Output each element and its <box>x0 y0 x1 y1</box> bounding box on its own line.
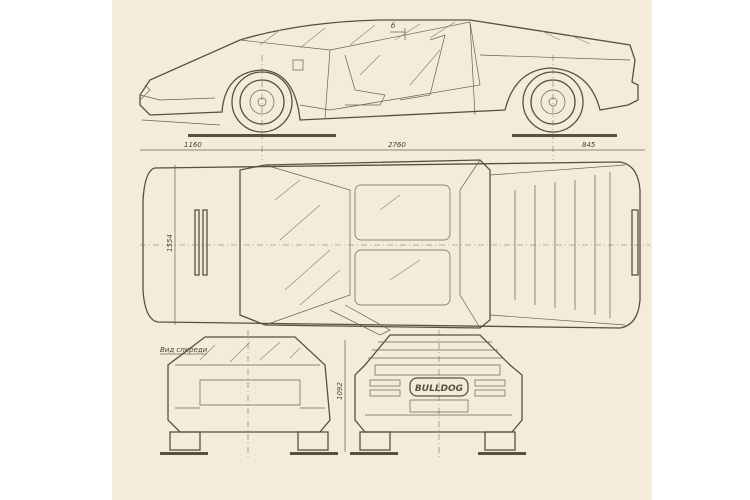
bulldog-badge: BULLDOG <box>415 384 463 394</box>
front-view-label: Вид спереди <box>160 346 208 354</box>
dim-front-overhang: 1160 <box>184 141 202 149</box>
rear-view: BULLDOG <box>350 330 526 460</box>
dim-rear-overhang: 845 <box>582 141 596 149</box>
dim-wheelbase: 2760 <box>388 141 406 149</box>
section-mark: б <box>391 22 396 30</box>
top-view: 1554 <box>140 159 650 336</box>
front-view: Вид спереди 1092 <box>160 330 346 460</box>
side-view: б 1160 2760 845 <box>139 19 645 160</box>
dim-height: 1092 <box>336 382 344 400</box>
dim-width: 1554 <box>166 234 174 252</box>
